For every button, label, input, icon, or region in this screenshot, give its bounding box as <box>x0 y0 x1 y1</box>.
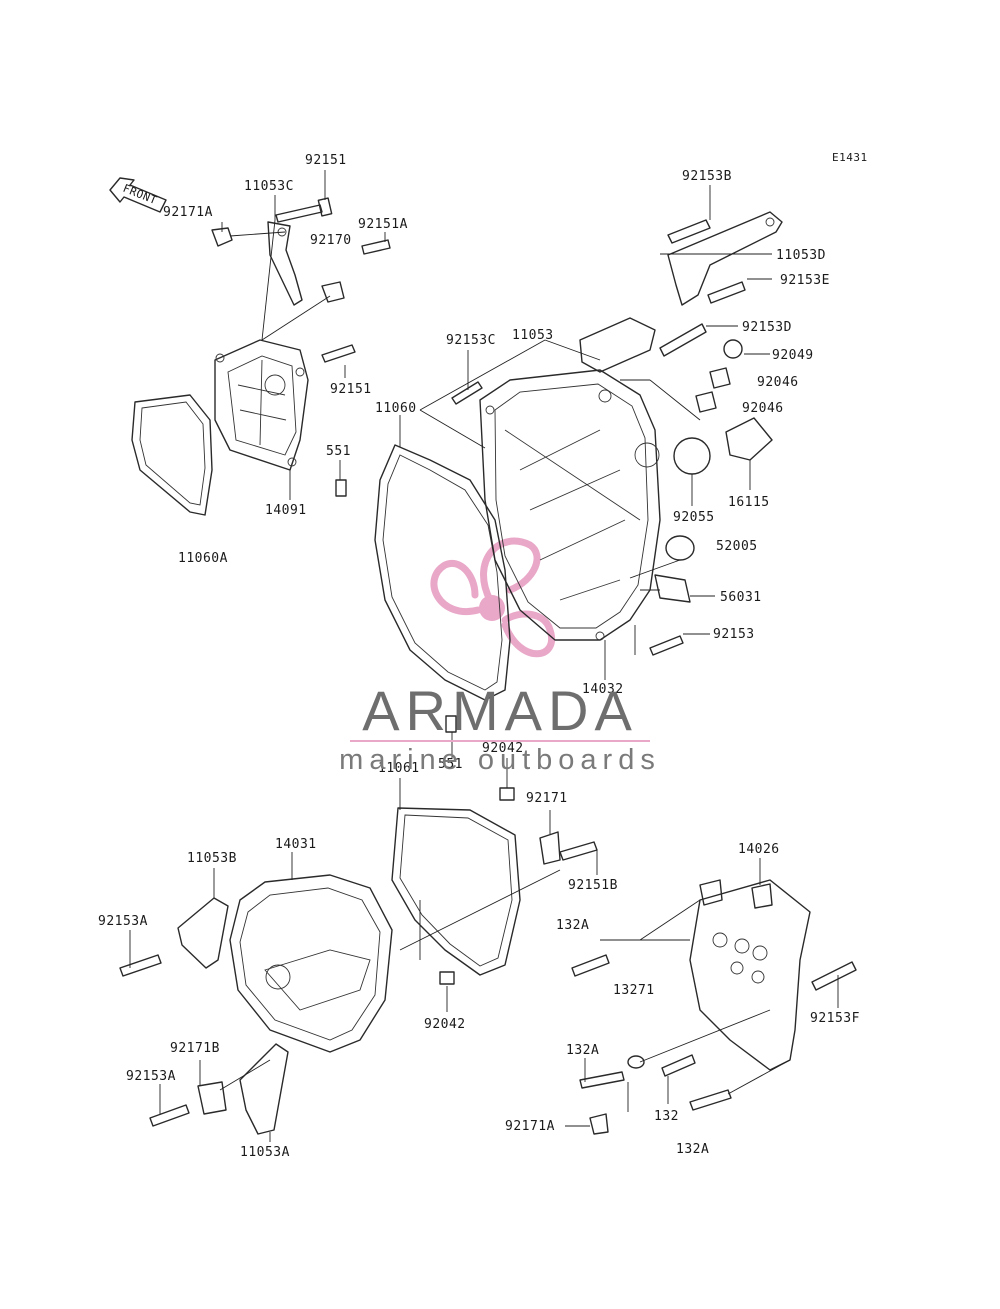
bracket-11053 <box>579 317 656 373</box>
label-92170: 92170 <box>310 233 352 248</box>
damper-92170 <box>321 281 345 303</box>
label-14031: 14031 <box>275 837 317 852</box>
clip-92171a-bot <box>589 1113 609 1135</box>
gasket-11061 <box>391 807 521 976</box>
label-16115: 16115 <box>728 495 770 510</box>
label-92046-b: 92046 <box>742 401 784 416</box>
oring-92055 <box>673 437 711 475</box>
dowel-551-mid <box>445 715 457 733</box>
label-56031 <box>654 574 691 603</box>
bolt-92151a <box>361 239 391 255</box>
label-56031: 56031 <box>720 590 762 605</box>
label-11053: 11053 <box>512 328 554 343</box>
bolt-132a-mid <box>579 1071 625 1089</box>
dowel-551-top <box>335 479 347 497</box>
label-11053c: 11053C <box>244 179 294 194</box>
label-132: 132 <box>654 1109 679 1124</box>
label-132a-mid: 132A <box>566 1043 599 1058</box>
cover-14091 <box>214 339 309 471</box>
bolt-132a-bot <box>689 1089 732 1111</box>
bracket-11053b <box>177 897 229 969</box>
label-92153b: 92153B <box>682 169 732 184</box>
label-92151b: 92151B <box>568 878 618 893</box>
label-11060: 11060 <box>375 401 417 416</box>
label-92171a-top: 92171A <box>163 205 213 220</box>
bracket-11053d <box>667 211 783 306</box>
dowel-92042-bot <box>439 971 455 985</box>
label-11053b: 11053B <box>187 851 237 866</box>
cover-14032 <box>479 369 661 641</box>
label-551-mid: 551 <box>438 757 463 772</box>
bolt-92153e <box>707 281 746 304</box>
label-92151-mid: 92151 <box>330 382 372 397</box>
dowel-92042-top <box>499 787 515 801</box>
bolt-92153a-top <box>119 954 162 977</box>
bolt-92153 <box>649 635 684 656</box>
label-92049: 92049 <box>772 348 814 363</box>
label-92171b: 92171B <box>170 1041 220 1056</box>
bracket-11053c <box>267 221 303 306</box>
label-92171a-bot: 92171A <box>505 1119 555 1134</box>
label-92151a: 92151A <box>358 217 408 232</box>
bolt-92153c <box>451 381 483 405</box>
label-92153e: 92153E <box>780 273 830 288</box>
label-52005: 52005 <box>716 539 758 554</box>
propeller-logo-icon <box>430 537 556 658</box>
bolt-92151b <box>559 841 598 861</box>
label-92055: 92055 <box>673 510 715 525</box>
front-arrow-icon: FRONT <box>109 177 167 213</box>
label-92042-top: 92042 <box>482 741 524 756</box>
nut-92046-b <box>695 391 717 413</box>
bolt-92153a-bot <box>149 1104 190 1127</box>
label-551-top: 551 <box>326 444 351 459</box>
cap-16115 <box>725 417 773 461</box>
label-92042-bot: 92042 <box>424 1017 466 1032</box>
label-92151-top: 92151 <box>305 153 347 168</box>
label-92171: 92171 <box>526 791 568 806</box>
label-11053a: 11053A <box>240 1145 290 1160</box>
leader-lines <box>129 170 839 1142</box>
bolt-92153f <box>811 961 857 991</box>
bracket-11053a <box>239 1043 289 1135</box>
clip-92171b <box>197 1081 227 1115</box>
cover-14031 <box>229 874 393 1053</box>
gasket-11060 <box>374 444 511 701</box>
label-13271: 13271 <box>613 983 655 998</box>
nut-92049 <box>723 339 743 359</box>
bolt-92151-mid <box>321 344 356 363</box>
bolt-132 <box>661 1054 696 1077</box>
bolt-92151-top <box>275 197 333 223</box>
label-92153c: 92153C <box>446 333 496 348</box>
label-92153: 92153 <box>713 627 755 642</box>
label-14026: 14026 <box>738 842 780 857</box>
label-92153a-top: 92153A <box>98 914 148 929</box>
label-14091: 14091 <box>265 503 307 518</box>
label-14032: 14032 <box>582 682 624 697</box>
bolt-132a-top <box>571 954 610 977</box>
diagram-code: E1431 <box>832 151 868 164</box>
guard-14026 <box>689 879 811 1071</box>
seal-52005 <box>665 535 695 561</box>
label-132a-bot: 132A <box>676 1142 709 1157</box>
part-labels: 92151 11053C 92171A 92170 92151A 92151 1… <box>98 153 860 1160</box>
label-92153f: 92153F <box>810 1011 860 1026</box>
clip-92171a-top <box>211 227 233 247</box>
label-11053d: 11053D <box>776 248 826 263</box>
gasket-11060a <box>131 394 213 516</box>
label-92153a-bot: 92153A <box>126 1069 176 1084</box>
bolt-92153d <box>659 323 707 357</box>
brand-divider <box>350 740 650 742</box>
label-11060a: 11060A <box>178 551 228 566</box>
brand-tagline: marine outboards <box>339 744 661 776</box>
nut-92046-a <box>709 367 731 389</box>
label-132a-top: 132A <box>556 918 589 933</box>
washer-13271 <box>627 1055 645 1069</box>
clip-92171 <box>539 831 561 865</box>
bolt-92153b <box>667 219 711 244</box>
brand-name: ARMADA <box>362 679 638 742</box>
label-92046-a: 92046 <box>757 375 799 390</box>
label-92153d: 92153D <box>742 320 792 335</box>
label-11061: 11061 <box>378 761 420 776</box>
